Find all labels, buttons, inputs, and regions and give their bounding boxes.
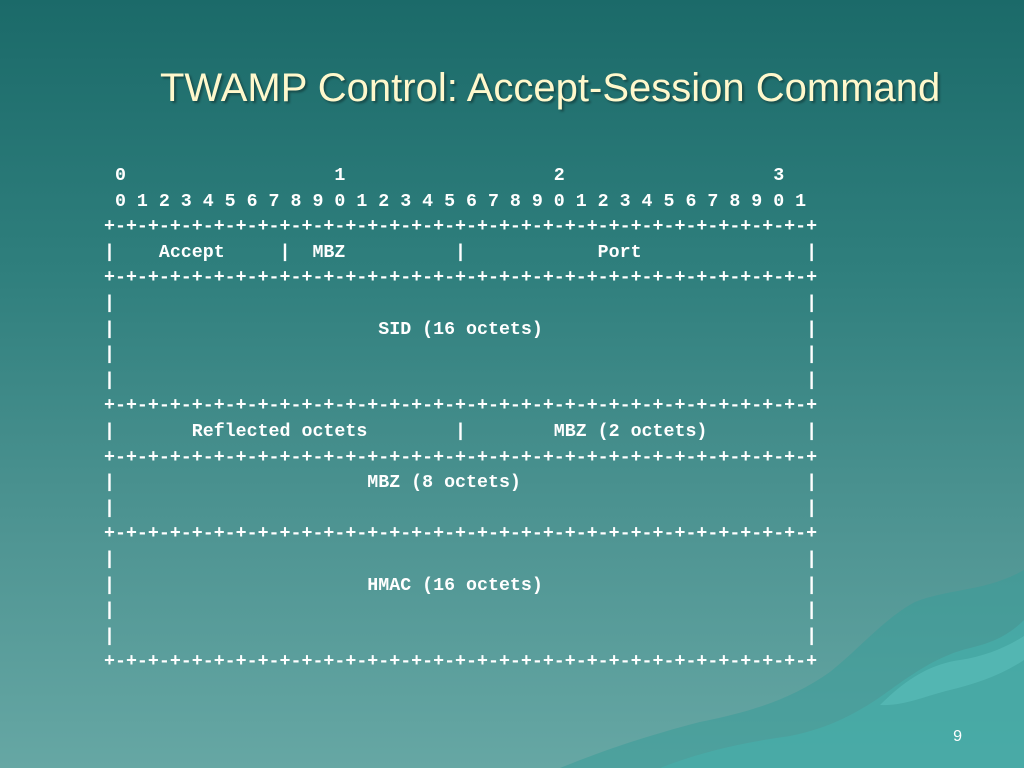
diagram-line: +-+-+-+-+-+-+-+-+-+-+-+-+-+-+-+-+-+-+-+-… (104, 217, 818, 238)
diagram-line: +-+-+-+-+-+-+-+-+-+-+-+-+-+-+-+-+-+-+-+-… (104, 396, 818, 417)
diagram-line: | SID (16 octets) | (104, 319, 818, 340)
diagram-line: +-+-+-+-+-+-+-+-+-+-+-+-+-+-+-+-+-+-+-+-… (104, 652, 818, 673)
diagram-line: 0 1 2 3 (104, 166, 785, 186)
diagram-line: | | (104, 549, 818, 570)
slide-title: TWAMP Control: Accept-Session Command (160, 66, 941, 110)
diagram-line: 0 1 2 3 4 5 6 7 8 9 0 1 2 3 4 5 6 7 8 9 … (104, 191, 807, 212)
packet-format-diagram: 0 1 2 3 0 1 2 3 4 5 6 7 8 9 0 1 2 3 4 5 … (104, 164, 817, 676)
diagram-line: | | (104, 498, 818, 519)
wave-shape-highlight (880, 636, 1024, 706)
diagram-line: | Accept | MBZ | Port | (104, 242, 818, 263)
diagram-line: | HMAC (16 octets) | (104, 575, 818, 596)
diagram-line: +-+-+-+-+-+-+-+-+-+-+-+-+-+-+-+-+-+-+-+-… (104, 524, 818, 545)
diagram-line: | Reflected octets | MBZ (2 octets) | (104, 421, 818, 442)
diagram-line: | | (104, 345, 818, 366)
page-number: 9 (953, 728, 962, 745)
diagram-line: | | (104, 601, 818, 622)
diagram-line: +-+-+-+-+-+-+-+-+-+-+-+-+-+-+-+-+-+-+-+-… (104, 447, 818, 468)
diagram-line: | | (104, 370, 818, 391)
diagram-line: | MBZ (8 octets) | (104, 473, 818, 494)
diagram-line: +-+-+-+-+-+-+-+-+-+-+-+-+-+-+-+-+-+-+-+-… (104, 268, 818, 289)
diagram-line: | | (104, 293, 818, 314)
diagram-line: | | (104, 626, 818, 647)
